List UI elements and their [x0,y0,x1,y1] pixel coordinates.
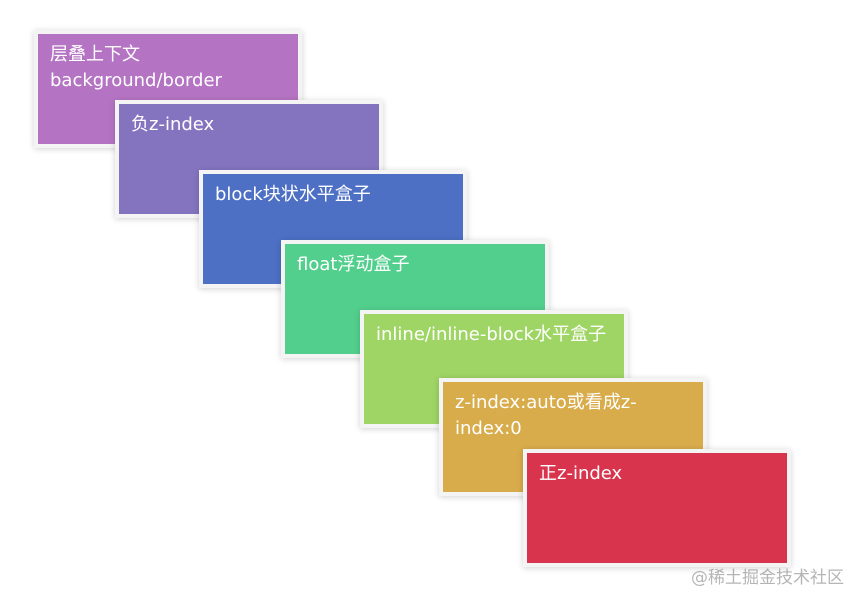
layer-label: 正z-index [539,463,623,484]
watermark: @稀土掘金技术社区 [691,568,844,588]
layer-label: inline/inline-block水平盒子 [376,324,607,345]
layer-label: float浮动盒子 [297,254,410,275]
layer-label: 负z-index [131,114,215,135]
negative-z-index-layer: 负z-index [115,100,383,218]
layer-label: block块状水平盒子 [215,184,371,205]
layer-label: z-index:auto或看成z-index:0 [455,392,637,439]
layer-label: 层叠上下文 background/border [50,44,222,91]
positive-z-index-layer: 正z-index [523,449,791,567]
